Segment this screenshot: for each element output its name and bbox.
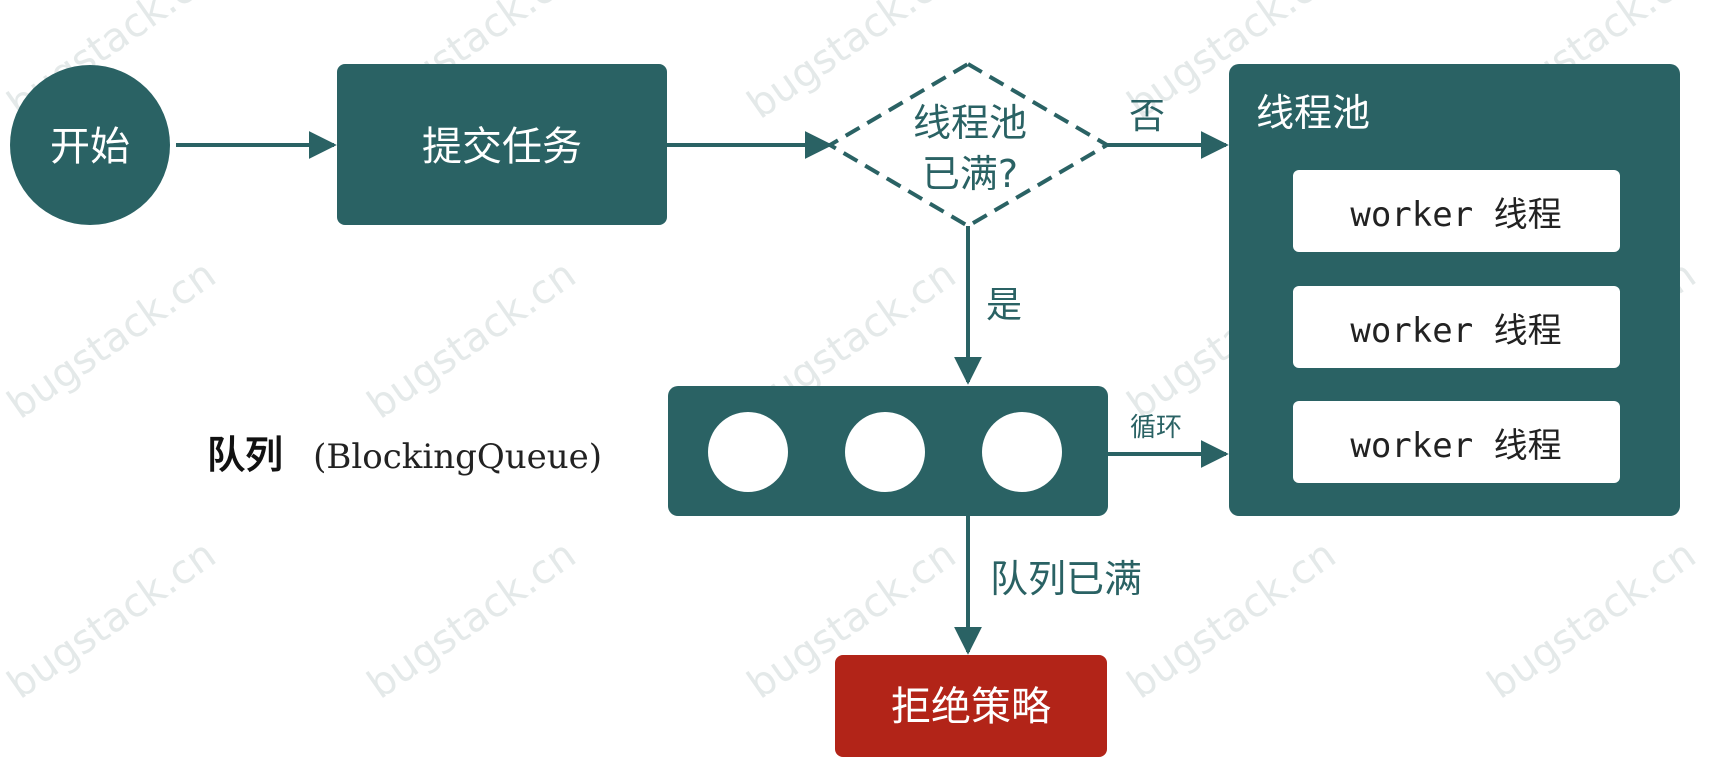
watermark-text: bugstack.cn: [0, 531, 224, 708]
worker-thread-box: [1293, 401, 1620, 483]
watermark-text: bugstack.cn: [359, 251, 584, 428]
decision-node: [826, 61, 1111, 229]
submit-task-label: 提交任务: [422, 124, 582, 170]
queue-label-bold: 队列: [207, 433, 283, 477]
queue-slot: [708, 412, 788, 492]
watermark-text: bugstack.cn: [359, 531, 584, 708]
reject-policy-node: [835, 655, 1107, 757]
watermark-text: bugstack.cn: [1479, 531, 1704, 708]
thread-pool-title: 线程池: [1256, 91, 1370, 135]
worker-thread-box: [1293, 170, 1620, 252]
worker-thread-label: worker 线程: [1350, 195, 1561, 235]
watermark-text: bugstack.cn: [0, 251, 224, 428]
decision-label-line1: 线程池: [913, 101, 1027, 145]
submit-task-node: [337, 64, 667, 225]
edge-loop-label: 循环: [1130, 413, 1182, 443]
worker-thread-box: [1293, 286, 1620, 368]
edge-yes-label: 是: [986, 285, 1022, 326]
start-label: 开始: [50, 124, 130, 170]
queue-label-type: (BlockingQueue): [313, 437, 602, 477]
queue-slot: [982, 412, 1062, 492]
edge-queue-full-label: 队列已满: [990, 557, 1142, 601]
watermark-text: bugstack.cn: [1119, 531, 1344, 708]
start-node: [10, 65, 170, 225]
queue-label: 队列 (BlockingQueue): [207, 433, 602, 477]
queue-slot: [845, 412, 925, 492]
edge-no-label: 否: [1129, 96, 1165, 137]
worker-thread-label: worker 线程: [1350, 426, 1561, 466]
decision-label-line2: 已满?: [922, 152, 1018, 196]
worker-thread-label: worker 线程: [1350, 311, 1561, 351]
reject-policy-label: 拒绝策略: [891, 684, 1051, 730]
